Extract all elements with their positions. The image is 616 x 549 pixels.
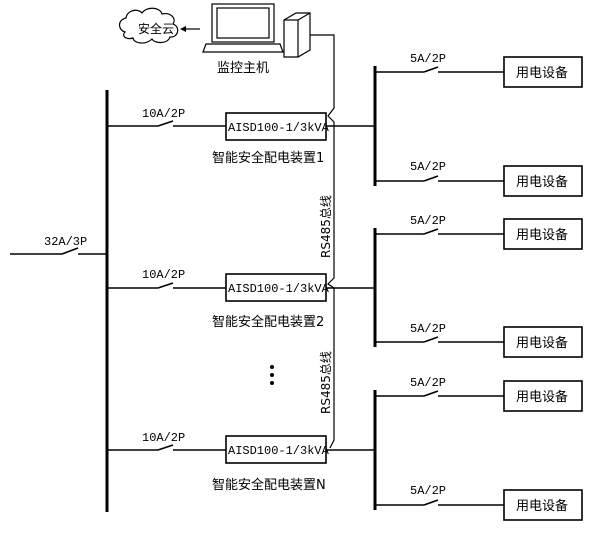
branch-breaker-label-1a: 5A/2P <box>410 52 446 66</box>
device-name-1: 智能安全配电装置1 <box>212 150 324 166</box>
branch-na <box>375 390 504 397</box>
device-name-2: 智能安全配电装置2 <box>212 314 324 330</box>
server-tower-icon <box>283 12 311 58</box>
branch-breaker-label-1b: 5A/2P <box>410 160 446 174</box>
main-incoming <box>10 247 107 255</box>
load-box-nb <box>503 489 583 521</box>
main-breaker-label: 32A/3P <box>44 235 87 249</box>
rs485-label-1: RS485总线 <box>319 195 333 258</box>
load-label-1a: 用电设备 <box>516 65 568 81</box>
feeder-breaker-label-n: 10A/2P <box>142 431 185 445</box>
load-box-1b <box>503 165 583 197</box>
feeder-n <box>107 444 375 451</box>
ellipsis-dots <box>270 365 274 385</box>
load-label-2b: 用电设备 <box>516 335 568 351</box>
feeder-2 <box>107 282 375 289</box>
device-box-2 <box>225 273 327 302</box>
branch-2b <box>375 336 504 343</box>
rs485-bus-line <box>310 34 335 449</box>
branch-nb <box>375 499 504 506</box>
load-box-na <box>503 380 583 412</box>
branch-breaker-label-2a: 5A/2P <box>410 214 446 228</box>
feeder-breaker-label-2: 10A/2P <box>142 268 185 282</box>
device-model-n: AISD100-1/3kVA <box>228 444 330 458</box>
feeder-breaker-label-1: 10A/2P <box>142 107 185 121</box>
branch-1a <box>375 66 504 73</box>
cloud-icon: 安全云 <box>118 7 179 44</box>
load-label-1b: 用电设备 <box>516 174 568 190</box>
load-label-nb: 用电设备 <box>516 498 568 514</box>
branch-1b <box>375 175 504 182</box>
device-box-n <box>225 435 327 464</box>
feeder-1 <box>107 120 375 127</box>
branch-breaker-label-2b: 5A/2P <box>410 322 446 336</box>
load-label-2a: 用电设备 <box>516 227 568 243</box>
device-model-1: AISD100-1/3kVA <box>228 121 330 135</box>
monitor-label: 监控主机 <box>217 61 269 76</box>
branch-2a <box>375 228 504 235</box>
branch-breaker-label-na: 5A/2P <box>410 376 446 390</box>
rs485-label-2: RS485总线 <box>319 351 333 414</box>
load-box-1a <box>503 56 583 88</box>
device-name-n: 智能安全配电装置N <box>212 477 326 493</box>
load-box-2a <box>503 218 583 250</box>
cloud-label: 安全云 <box>138 21 174 36</box>
load-label-na: 用电设备 <box>516 389 568 405</box>
device-box-1 <box>225 112 327 141</box>
branch-breaker-label-nb: 5A/2P <box>410 484 446 498</box>
monitor-laptop-icon <box>202 3 284 53</box>
device-model-2: AISD100-1/3kVA <box>228 282 330 296</box>
arrow-to-cloud <box>180 26 200 32</box>
load-box-2b <box>503 326 583 358</box>
